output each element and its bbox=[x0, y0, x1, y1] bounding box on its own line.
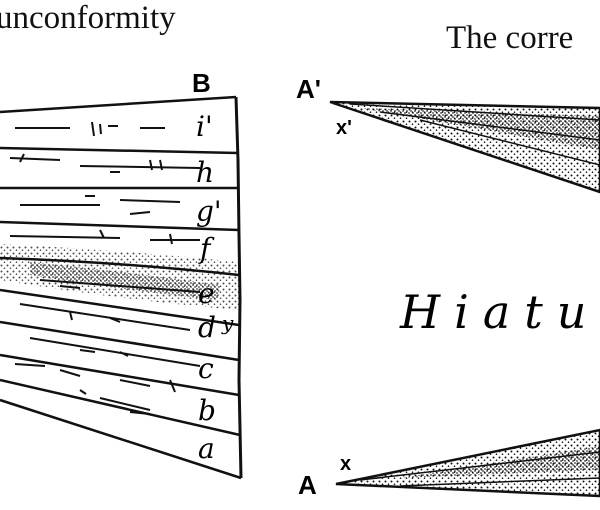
lower-wedge-body bbox=[335, 428, 600, 498]
lower-wedge: A x bbox=[298, 428, 600, 500]
boundary-i-h bbox=[0, 146, 239, 155]
boundary-g-f bbox=[0, 220, 240, 232]
layer-side-mark-y: y bbox=[221, 311, 234, 335]
strata-column: B i' h g' f e d y c b a bbox=[0, 68, 243, 480]
boundary-e-d bbox=[0, 288, 240, 327]
upper-x-mark: x' bbox=[336, 117, 352, 139]
layer-label-i: i' bbox=[196, 110, 213, 143]
layer-texture-marks bbox=[9, 121, 201, 415]
column-top-edge bbox=[0, 95, 237, 114]
layer-label-a: a bbox=[198, 432, 215, 465]
layer-label-b: b bbox=[198, 394, 216, 427]
layer-label-c: c bbox=[198, 352, 214, 385]
column-top-label: B bbox=[192, 68, 211, 98]
layer-label-e: e bbox=[198, 277, 215, 310]
left-caption: unconformity bbox=[0, 0, 176, 36]
hiatus-label: Hiatu bbox=[399, 285, 600, 339]
layer-label-g: g' bbox=[196, 195, 222, 228]
column-right-edge bbox=[234, 96, 243, 479]
upper-wedge-lines bbox=[349, 103, 600, 166]
lower-wedge-lines bbox=[359, 451, 600, 487]
layer-label-d: d bbox=[198, 311, 216, 344]
boundary-c-b bbox=[0, 353, 240, 397]
lower-x-mark: x bbox=[340, 453, 351, 475]
upper-wedge: A' x' bbox=[296, 74, 600, 194]
layer-label-h: h bbox=[196, 156, 214, 189]
lower-point-label: A bbox=[298, 470, 317, 500]
upper-point-label: A' bbox=[296, 74, 321, 104]
upper-wedge-dense bbox=[360, 108, 600, 150]
column-bottom-edge bbox=[0, 398, 242, 480]
right-caption: The corre bbox=[446, 20, 574, 56]
boundary-b-a bbox=[0, 378, 241, 437]
boundary-d-c bbox=[0, 320, 240, 362]
